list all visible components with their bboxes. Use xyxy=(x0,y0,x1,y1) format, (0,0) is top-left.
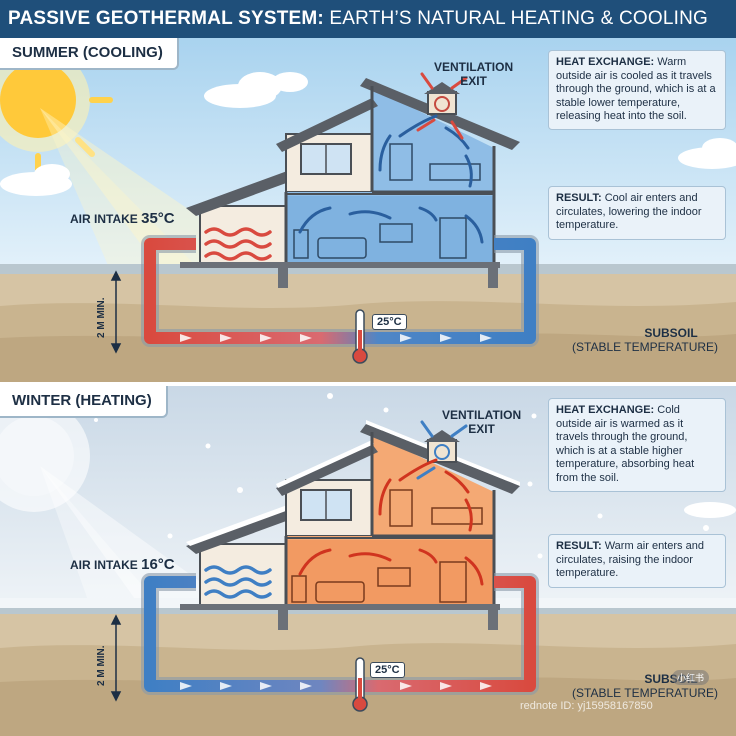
summer-label: SUMMER (COOLING) xyxy=(0,38,179,70)
cloud-icon xyxy=(0,72,736,196)
title-bar: PASSIVE GEOTHERMAL SYSTEM: EARTH’S NATUR… xyxy=(0,0,736,38)
depth-label: 2 M MIN. xyxy=(96,645,107,686)
house xyxy=(180,78,520,288)
watermark-badge: 小红书 xyxy=(672,670,710,685)
thermometer-icon xyxy=(352,309,368,364)
airflow-arrows xyxy=(298,114,484,244)
ground-temp-badge: 25°C xyxy=(370,662,405,678)
result-box: RESULT: Cool air enters and circulates, … xyxy=(548,186,726,240)
panel-divider xyxy=(0,382,736,386)
thermometer-icon xyxy=(352,657,368,712)
result-box: RESULT: Warm air enters and circulates, … xyxy=(548,534,726,588)
heat-exchange-box: HEAT EXCHANGE: Warm outside air is coole… xyxy=(548,50,726,130)
watermark-text: rednote ID: yj15958167850 xyxy=(520,700,653,712)
air-intake-label: AIR INTAKE 16°C xyxy=(70,556,175,573)
subsoil-label: SUBSOIL (STABLE TEMPERATURE) xyxy=(572,326,719,354)
depth-label: 2 M MIN. xyxy=(96,297,107,338)
heat-exchange-box: HEAT EXCHANGE: Cold outside air is warme… xyxy=(548,398,726,492)
house xyxy=(180,420,520,630)
air-intake-label: AIR INTAKE 35°C xyxy=(70,210,175,227)
page-title: PASSIVE GEOTHERMAL SYSTEM: EARTH’S NATUR… xyxy=(8,8,708,29)
winter-label: WINTER (HEATING) xyxy=(0,386,168,418)
airflow-arrows xyxy=(298,458,484,586)
ground-temp-badge: 25°C xyxy=(372,314,407,330)
sun-icon xyxy=(0,400,220,606)
